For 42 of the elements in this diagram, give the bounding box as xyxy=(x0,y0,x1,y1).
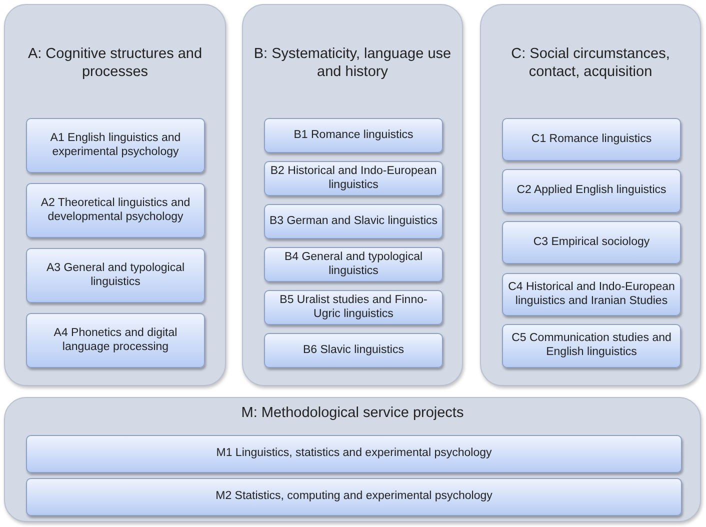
project-label: C5 Communication studies and English linguistics xyxy=(510,332,672,360)
project-box xyxy=(264,118,443,153)
group-panel xyxy=(4,4,226,386)
group-heading: C: Social circumstances, contact, acquisition xyxy=(510,45,671,82)
project-label: M1 Linguistics, statistics and experimental psychology xyxy=(215,447,493,461)
group-heading: A: Cognitive structures and processes xyxy=(26,45,204,82)
project-box xyxy=(26,183,205,238)
group-panel xyxy=(242,4,463,386)
group-panel xyxy=(4,397,701,522)
project-box xyxy=(26,248,205,303)
project-box xyxy=(26,118,205,173)
project-label: B5 Uralist studies and Finno-Ugric linguistics xyxy=(278,294,428,322)
project-box xyxy=(502,169,681,213)
project-box xyxy=(26,435,682,473)
project-box xyxy=(264,333,443,368)
project-label: A3 General and typological linguistics xyxy=(45,262,186,290)
project-box xyxy=(26,478,682,516)
project-box xyxy=(502,273,681,316)
project-label: A2 Theoretical linguistics and developmental psychology xyxy=(40,196,192,224)
project-label: C4 Historical and Indo-European linguistics and Iranian Studies xyxy=(507,280,676,308)
project-label: B6 Slavic linguistics xyxy=(302,344,405,358)
project-box xyxy=(26,313,205,368)
project-label: A1 English linguistics and experimental psychology xyxy=(49,132,182,160)
project-label: M2 Statistics, computing and experimental psychology xyxy=(214,490,494,504)
project-label: C3 Empirical sociology xyxy=(532,236,651,250)
project-box xyxy=(264,161,443,196)
project-label: C1 Romance linguistics xyxy=(530,132,653,146)
project-label: B4 General and typological linguistics xyxy=(283,250,424,278)
project-label: B3 German and Slavic linguistics xyxy=(268,214,439,228)
project-box xyxy=(502,324,681,368)
group-heading: M: Methodological service projects xyxy=(240,404,465,422)
project-box xyxy=(502,221,681,264)
project-label: B2 Historical and Indo-European linguistics xyxy=(269,164,438,192)
project-label: C2 Applied English linguistics xyxy=(516,184,668,198)
project-label: A4 Phonetics and digital language processing xyxy=(52,326,178,354)
group-heading: B: Systematicity, language use and history xyxy=(252,45,452,82)
project-box xyxy=(264,247,443,282)
group-panel xyxy=(480,4,701,386)
project-box xyxy=(264,204,443,239)
project-label: B1 Romance linguistics xyxy=(292,128,414,142)
project-box xyxy=(502,118,681,161)
project-box xyxy=(264,290,443,325)
